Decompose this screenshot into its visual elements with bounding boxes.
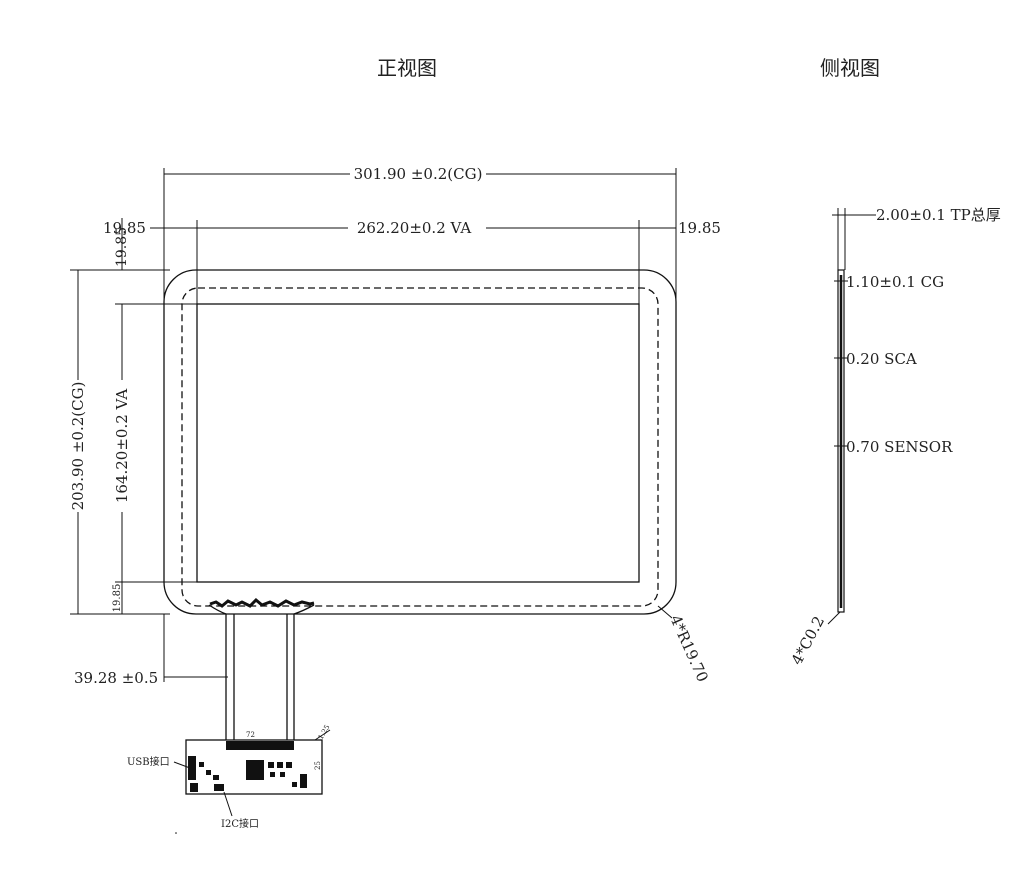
side-cg-label: 1.10±0.1 CG [846,273,944,291]
board-top-dim-label: 72 [246,731,255,739]
board-side-dim-label: 25 [314,761,322,770]
side-total-label: 2.00±0.1 TP总厚 [876,206,1001,224]
board-ic-chip [246,760,264,780]
board-connector [226,741,294,750]
i2c-connector-block [214,784,224,791]
side-chamfer-leader [827,611,841,625]
i2c-label: I2C接口 [221,817,259,830]
board-component [277,762,283,768]
side-view: 2.00±0.1 TP总厚 1.10±0.1 CG 0.20 SCA 0.70 … [788,206,1001,668]
board-component [190,783,198,792]
sensor-area-outline [181,287,659,607]
left-margin-label: 19.85 [103,219,146,237]
overall-height-label: 203.90 ±0.2(CG) [69,382,87,511]
va-width-label: 262.20±0.2 VA [357,219,471,237]
viewing-area-outline [196,303,640,583]
board-component [268,762,274,768]
fpc-right-edge [293,604,315,740]
usb-connector-block [188,756,196,780]
board-component [206,770,211,775]
board-component [213,775,219,780]
board-component [280,772,285,777]
board-component [270,772,275,777]
board-component [286,762,292,768]
side-sca-label: 0.20 SCA [846,350,917,368]
side-view-title: 侧视图 [820,56,880,80]
fpc-offset-label: 39.28 ±0.5 [74,669,158,687]
va-height-label: 164.20±0.2 VA [113,389,131,503]
right-margin-label: 19.85 [678,219,721,237]
bottom-margin-label: 19.85 [112,584,123,613]
board-side-dim2-label: 1.25 [317,723,332,741]
board-dim-leader [314,729,331,741]
board-component [292,782,297,787]
radius-leader [657,605,673,619]
side-sensor-label: 0.70 SENSOR [846,438,953,456]
corner-radius-label: 4*R19.70 [666,612,711,684]
side-stack-outline [837,269,845,613]
cover-glass-outline [163,269,677,615]
board-component [199,762,204,767]
fpc-bonding-pads [209,597,315,608]
fpc-left-edge [208,604,227,740]
controller-board: 72 1.25 25 USB接口 I2C接口 [127,723,332,834]
side-chamfer-label: 4*C0.2 [788,613,828,668]
usb-label: USB接口 [127,755,170,768]
front-view-title: 正视图 [377,56,437,80]
front-view: 301.90 ±0.2(CG) 262.20±0.2 VA 19.85 19.8… [69,165,721,740]
board-component [300,774,307,788]
stray-dot [175,832,177,834]
top-margin-label: 19.85 [114,227,130,267]
i2c-leader [223,791,233,817]
overall-width-label: 301.90 ±0.2(CG) [354,165,483,183]
usb-leader [173,761,191,769]
